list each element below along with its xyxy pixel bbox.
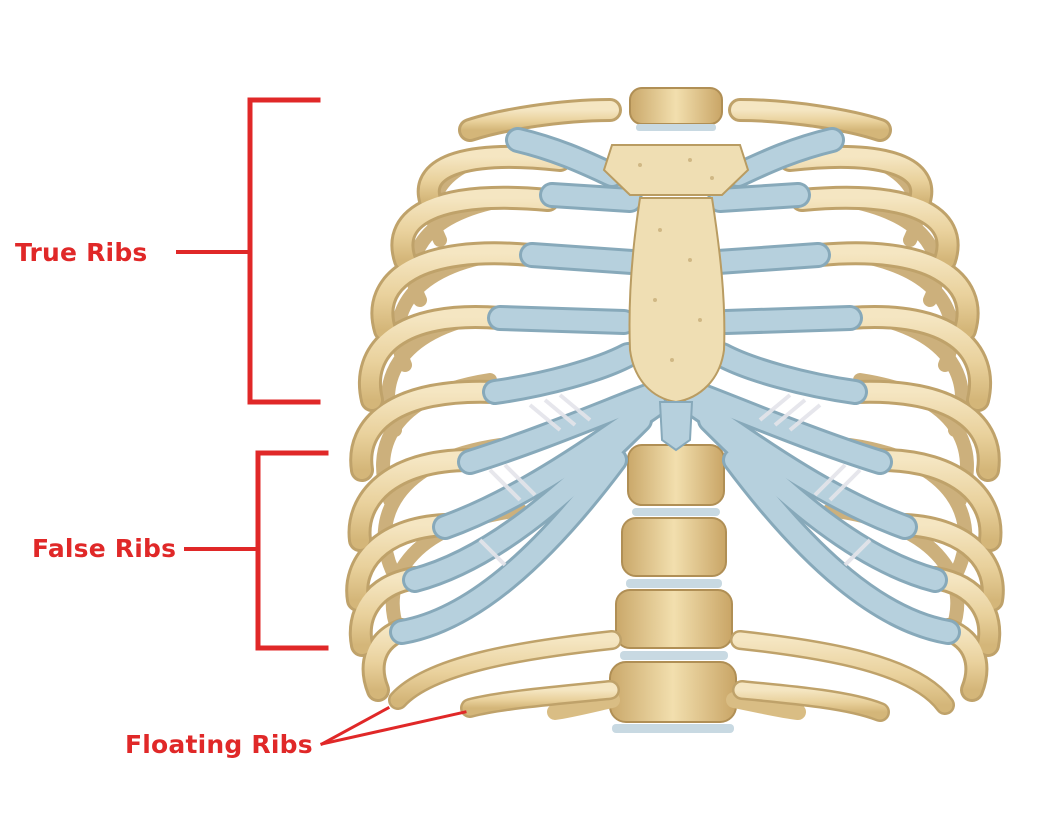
anterior-ribs (345, 98, 1005, 702)
floating-ribs-bones (388, 630, 955, 722)
ligaments (478, 393, 872, 567)
true-ribs-bracket (247, 97, 321, 405)
true-ribs-label: True Ribs (15, 238, 148, 267)
floating-ribs-pointer-2 (320, 710, 467, 746)
vertebral-column (547, 444, 806, 733)
sternum (602, 87, 750, 452)
floating-ribs-pointer-1 (319, 705, 391, 747)
false-ribs-bracket (255, 450, 329, 651)
false-ribs-label: False Ribs (32, 534, 177, 563)
floating-ribs-label: Floating Ribs (125, 730, 313, 759)
